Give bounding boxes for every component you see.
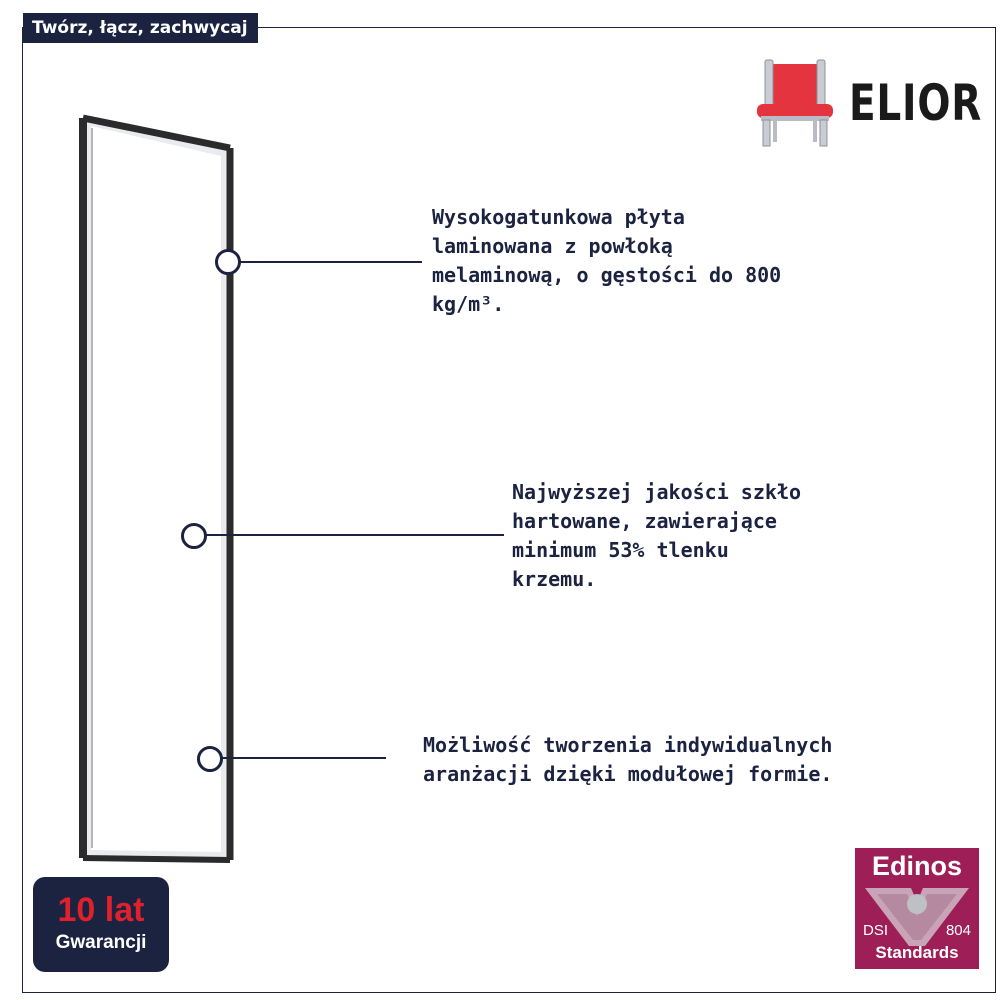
- callout-dot-3: [197, 746, 223, 772]
- callout-2-line-2: hartowane, zawierające: [512, 509, 777, 533]
- callout-dot-2: [181, 523, 207, 549]
- warranty-years: 10 lat: [57, 891, 145, 929]
- callout-line-2: [206, 534, 504, 536]
- callout-line-3: [222, 757, 386, 759]
- brand-logo: ELIOR: [755, 58, 981, 148]
- callout-3-line-1: Możliwość tworzenia indywidualnych: [423, 733, 833, 757]
- warranty-label: Gwarancji: [55, 932, 147, 953]
- callout-1-line-1: Wysokogatunkowa płyta: [432, 205, 685, 229]
- checkmark-emblem-icon: [865, 888, 969, 946]
- page-frame: [22, 27, 996, 993]
- callout-1-line-3: melaminową, o gęstości do 800: [432, 263, 782, 287]
- certification-number: 804: [945, 922, 971, 939]
- brand-name: ELIOR: [849, 74, 983, 132]
- certification-title: Edinos: [871, 851, 962, 881]
- callout-1-line-4: kg/m³.: [432, 292, 505, 316]
- callout-3-line-2: aranżacji dzięki modułowej formie.: [423, 762, 833, 786]
- callout-1-line-2: laminowana z powłoką: [432, 234, 673, 258]
- callout-2-line-3: minimum 53% tlenku: [512, 538, 729, 562]
- mirror-panel: [79, 114, 234, 863]
- certification-dsi: DSI: [863, 922, 889, 939]
- callout-2-line-4: krzemu.: [512, 567, 597, 591]
- certification-badge: Edinos DSI 804 Standards: [855, 848, 979, 969]
- callout-line-1: [240, 261, 422, 263]
- callout-text-3: Możliwość tworzenia indywidualnych aranż…: [423, 731, 832, 789]
- callout-text-1: Wysokogatunkowa płyta laminowana z powło…: [432, 203, 781, 319]
- certification-subtitle: Standards: [875, 943, 959, 962]
- callout-dot-1: [215, 249, 241, 275]
- tagline-banner: Twórz, łącz, zachwycaj: [23, 13, 258, 43]
- callout-2-line-1: Najwyższej jakości szkło: [512, 480, 801, 504]
- callout-text-2: Najwyższej jakości szkło hartowane, zawi…: [512, 478, 801, 594]
- chair-icon: [757, 59, 833, 147]
- warranty-badge: 10 lat Gwarancji: [33, 877, 169, 972]
